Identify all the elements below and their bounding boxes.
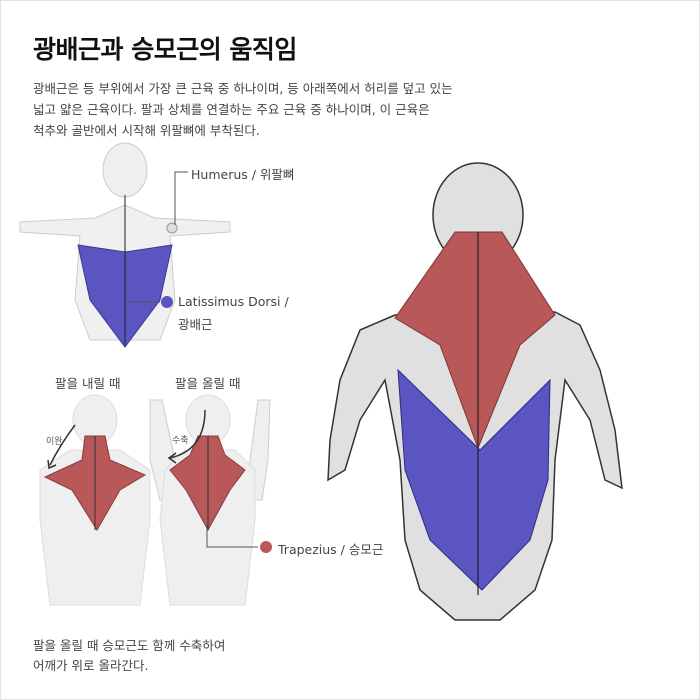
trapezius-marker [260,541,272,553]
footnote: 팔을 올릴 때 승모근도 함께 수축하여 어깨가 위로 올라간다. [33,636,225,676]
latissimus-label-ko: 광배근 [178,317,213,332]
page-title: 광배근과 승모근의 움직임 [33,35,297,64]
relax-label: 이완 [46,437,63,447]
trapezius-label: Trapezius / 승모근 [278,542,384,557]
arm-up-heading: 팔을 올릴 때 [175,376,241,391]
description: 광배근은 등 부위에서 가장 큰 근육 중 하나이며, 등 아래쪽에서 허리를 … [33,78,503,141]
contract-label: 수축 [172,436,189,446]
footnote-line: 어깨가 위로 올라간다. [33,658,149,673]
footnote-line: 팔을 올릴 때 승모근도 함께 수축하여 [33,638,226,653]
humerus-label: Humerus / 위팔뼈 [191,167,295,182]
description-line: 광배근은 등 부위에서 가장 큰 근육 중 하나이며, 등 아래쪽에서 허리를 … [33,81,453,96]
latissimus-marker [161,296,173,308]
small-back-figure [19,142,231,348]
latissimus-label: Latissimus Dorsi / [178,294,289,309]
arm-down-heading: 팔을 내릴 때 [55,376,121,391]
description-line: 척추와 골반에서 시작해 위팔뼈에 부착된다. [33,123,260,138]
arm-up-figure [149,394,272,606]
large-back-figure [327,162,623,621]
arm-down-figure [39,394,151,606]
description-line: 넓고 얇은 근육이다. 팔과 상체를 연결하는 주요 근육 중 하나이며, 이 … [33,102,430,117]
